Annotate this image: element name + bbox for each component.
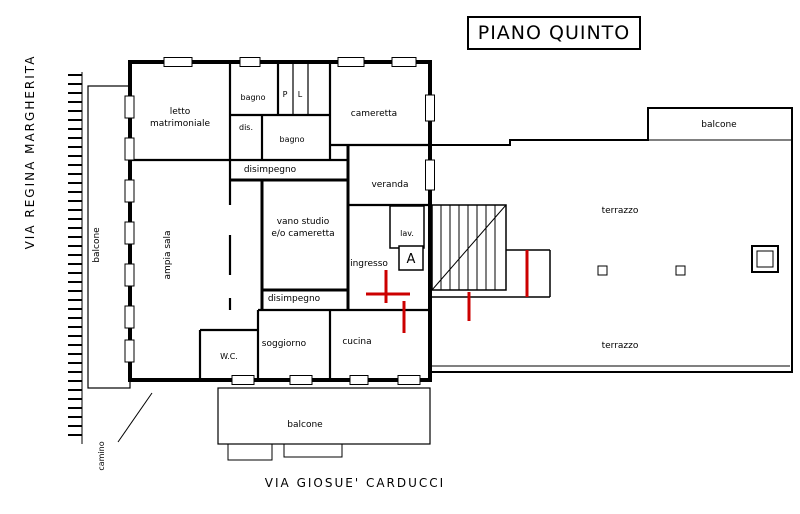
label-p: P <box>283 90 288 99</box>
label-soggiorno: soggiorno <box>262 339 307 349</box>
window <box>124 179 135 203</box>
label-vano-line2: e/o cameretta <box>271 229 334 239</box>
windows <box>124 57 435 385</box>
label-letto-line2: matrimoniale <box>150 119 211 129</box>
balcony-bottom <box>217 387 431 461</box>
stair-ref-box <box>398 245 424 271</box>
window <box>349 375 369 385</box>
window <box>124 263 135 287</box>
label-camino: camino <box>97 441 106 470</box>
label-ingresso: ingresso <box>350 259 388 269</box>
window <box>124 339 135 363</box>
label-disimpegno-top: disimpegno <box>244 165 297 175</box>
window <box>124 305 135 329</box>
exterior-walls <box>128 60 432 382</box>
window <box>124 95 135 119</box>
window <box>124 221 135 245</box>
window <box>289 375 313 385</box>
property-boundary-hatch <box>68 72 83 444</box>
label-balcone-left: balcone <box>92 227 102 263</box>
red-marks <box>366 250 529 333</box>
window <box>391 57 417 67</box>
label-veranda: veranda <box>371 180 408 190</box>
label-wc: W.C. <box>220 352 238 361</box>
label-bagno-top: bagno <box>240 93 265 102</box>
terrace-pillar <box>675 265 686 276</box>
label-bagno-mid: bagno <box>279 135 304 144</box>
label-dis: dis. <box>239 123 253 132</box>
terrace-shaft <box>751 245 779 273</box>
lav-room <box>389 205 425 249</box>
label-balcone-bottom: balcone <box>287 420 323 430</box>
label-balcone-right: balcone <box>701 120 737 130</box>
label-letto-line1: letto <box>170 107 191 117</box>
label-terrazzo-bottom: terrazzo <box>602 341 639 351</box>
terrace-pillar <box>597 265 608 276</box>
window <box>231 375 255 385</box>
terrace <box>430 107 793 373</box>
stair-reference: A <box>398 245 424 271</box>
room-labels: letto matrimoniale bagno P L dis. bagno … <box>92 90 737 471</box>
window <box>425 94 435 122</box>
label-vano-line1: vano studio <box>277 217 330 227</box>
street-label-giosue-carducci: VIA GIOSUE' CARDUCCI <box>264 476 446 490</box>
stair-ref-label: A <box>407 252 416 267</box>
label-terrazzo-top: terrazzo <box>602 206 639 216</box>
label-lav: lav. <box>400 229 414 238</box>
label-l: L <box>298 90 303 99</box>
label-ampia-sala: ampia sala <box>163 230 173 279</box>
window <box>425 159 435 191</box>
window <box>337 57 365 67</box>
label-disimpegno-low: disimpegno <box>268 294 321 304</box>
stairwell <box>430 204 551 298</box>
window <box>163 57 193 67</box>
interior-walls <box>130 62 430 378</box>
window <box>239 57 261 67</box>
camino-leader-line <box>117 392 153 443</box>
window <box>397 375 421 385</box>
label-cameretta: cameretta <box>351 109 397 119</box>
label-cucina: cucina <box>342 337 371 347</box>
window <box>124 137 135 161</box>
plan-title: PIANO QUINTO <box>467 16 641 50</box>
